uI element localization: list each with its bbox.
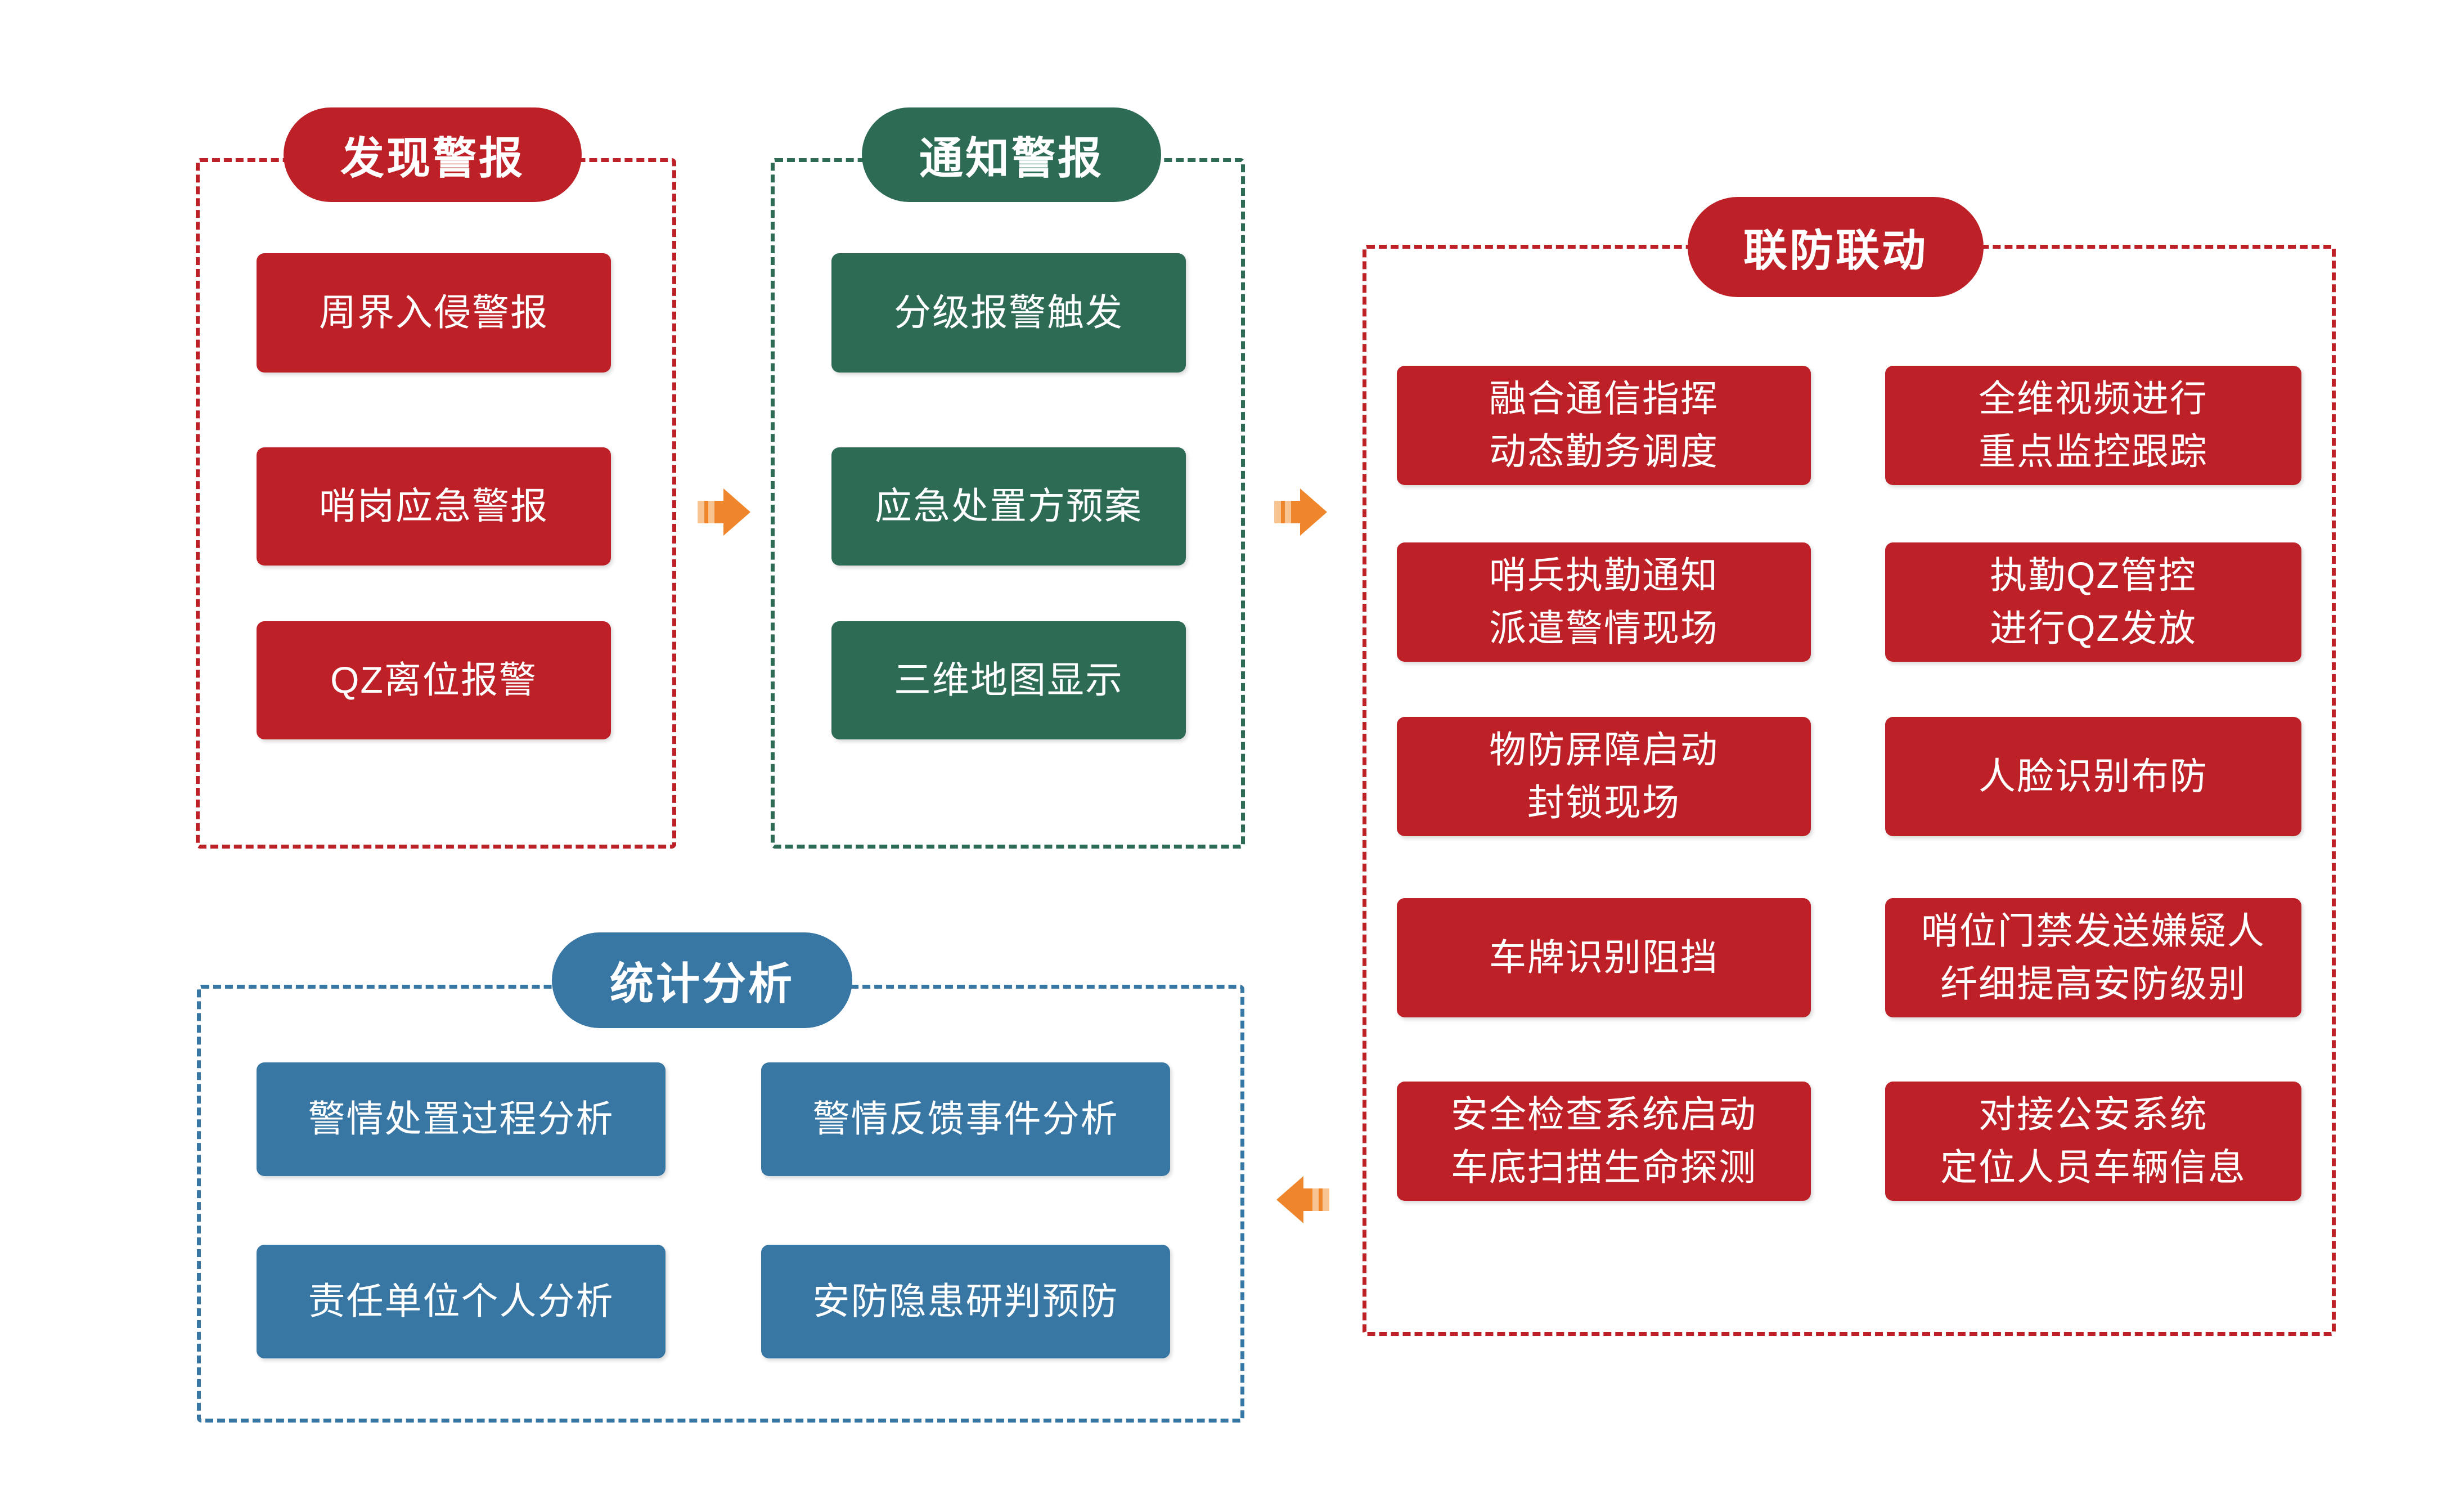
process-box-face-recognition: 人脸识别布防 xyxy=(1885,717,2301,836)
arrow-head xyxy=(1300,488,1327,536)
process-box-video-tracking: 全维视频进行 重点监控跟踪 xyxy=(1885,366,2301,485)
process-box-qz-control-issue: 执勤QZ管控 进行QZ发放 xyxy=(1885,542,2301,662)
arrow-stripes xyxy=(1303,1188,1329,1211)
statistics-title-pill: 统计分析 xyxy=(552,932,852,1028)
process-box-access-suspect-alert: 哨位门禁发送嫌疑人 纤细提高安防级别 xyxy=(1885,898,2301,1017)
arrow-right-icon xyxy=(1274,488,1327,536)
process-box-hidden-danger-prevention: 安防隐患研判预防 xyxy=(761,1245,1170,1358)
process-box-3d-map: 三维地图显示 xyxy=(831,621,1186,739)
process-box-fused-comms-dispatch: 融合通信指挥 动态勤务调度 xyxy=(1397,366,1811,485)
process-box-perimeter-intrusion: 周界入侵警报 xyxy=(257,253,611,373)
process-box-qz-offposition: QZ离位报警 xyxy=(257,621,611,739)
process-box-emergency-plan: 应急处置方预案 xyxy=(831,447,1186,566)
process-box-police-system-link: 对接公安系统 定位人员车辆信息 xyxy=(1885,1082,2301,1201)
process-box-feedback-event-analysis: 警情反馈事件分析 xyxy=(761,1062,1170,1176)
arrow-stripes xyxy=(1274,501,1300,523)
arrow-head xyxy=(723,488,750,536)
process-box-sentry-duty-notice: 哨兵执勤通知 派遣警情现场 xyxy=(1397,542,1811,662)
arrow-right-icon xyxy=(698,488,750,536)
process-box-tiered-alarm: 分级报警触发 xyxy=(831,253,1186,373)
process-box-security-check-scan: 安全检查系统启动 车底扫描生命探测 xyxy=(1397,1082,1811,1201)
arrow-left-icon xyxy=(1276,1176,1329,1223)
arrow-stripes xyxy=(698,501,723,523)
notify-alert-title-pill: 通知警报 xyxy=(862,107,1161,202)
process-box-sentry-emergency: 哨岗应急警报 xyxy=(257,447,611,566)
process-box-handling-process-analysis: 警情处置过程分析 xyxy=(257,1062,666,1176)
process-box-plate-recognition-block: 车牌识别阻挡 xyxy=(1397,898,1811,1017)
process-box-physical-barrier: 物防屏障启动 封锁现场 xyxy=(1397,717,1811,836)
discover-alert-title-pill: 发现警报 xyxy=(284,107,582,202)
process-box-unit-individual-analysis: 责任单位个人分析 xyxy=(257,1245,666,1358)
arrow-head xyxy=(1276,1176,1303,1223)
joint-defense-title-pill: 联防联动 xyxy=(1688,197,1984,297)
